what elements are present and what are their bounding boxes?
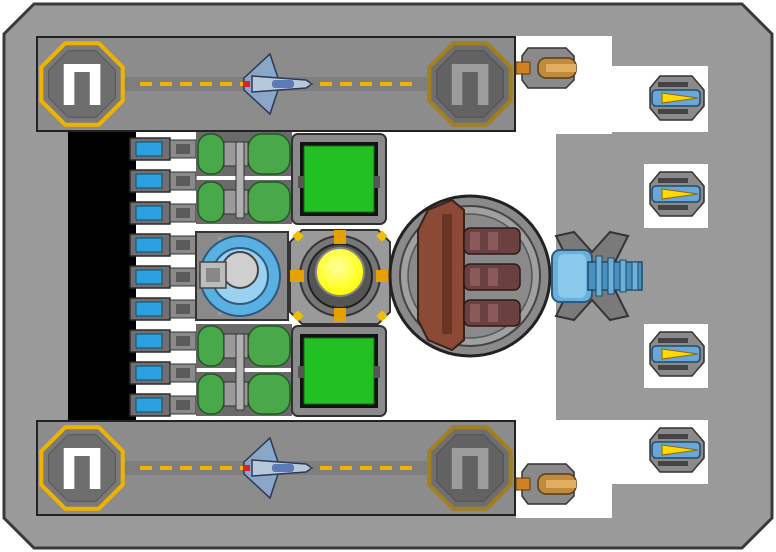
thruster-column: [129, 137, 197, 417]
cannon-barrel: [463, 299, 521, 327]
landing-pad-left[interactable]: Π: [39, 41, 125, 127]
runway-marker: [140, 82, 152, 86]
side-cannon-icon[interactable]: [515, 47, 577, 89]
pad-glyph: Π: [447, 438, 494, 503]
runway-marker: [200, 82, 212, 86]
turret-icon[interactable]: [649, 75, 705, 121]
storage-container-top[interactable]: [291, 133, 387, 225]
runway-marker: [140, 466, 152, 470]
cannon-barrel: [463, 227, 521, 255]
runway-marker: [180, 82, 192, 86]
turret-icon[interactable]: [649, 171, 705, 217]
runway-marker: [400, 82, 412, 86]
missile-cannon[interactable]: [388, 194, 552, 358]
runway-marker: [320, 82, 332, 86]
runway-marker: [180, 466, 192, 470]
tank-cluster[interactable]: [196, 324, 292, 416]
runway-marker: [220, 82, 232, 86]
thruster-unit[interactable]: [129, 361, 197, 385]
thruster-unit[interactable]: [129, 233, 197, 257]
fuel-tanks: [196, 132, 292, 416]
runway-marker: [340, 82, 352, 86]
turret-icon[interactable]: [649, 331, 705, 377]
shield-generator[interactable]: [195, 231, 289, 321]
thruster-unit[interactable]: [129, 169, 197, 193]
pad-glyph: Π: [59, 54, 106, 119]
runway-marker: [360, 466, 372, 470]
thruster-unit[interactable]: [129, 329, 197, 353]
cannon-barrel: [463, 263, 521, 291]
landing-pad-left[interactable]: Π: [39, 425, 125, 511]
runway-marker: [380, 82, 392, 86]
side-cannon-icon[interactable]: [515, 463, 577, 505]
thruster-unit[interactable]: [129, 265, 197, 289]
thruster-unit[interactable]: [129, 297, 197, 321]
runway-marker: [340, 466, 352, 470]
storage-container-bottom[interactable]: [291, 325, 387, 417]
tank-cluster[interactable]: [196, 132, 292, 224]
turret-icon[interactable]: [649, 427, 705, 473]
runway-marker: [400, 466, 412, 470]
runway-marker: [360, 82, 372, 86]
fighter-icon[interactable]: [243, 52, 314, 116]
interior-void: [68, 132, 138, 420]
pad-glyph: Π: [59, 438, 106, 503]
runway-marker: [380, 466, 392, 470]
main-engine[interactable]: [551, 230, 643, 322]
runway-marker: [220, 466, 232, 470]
reactor[interactable]: [289, 229, 391, 325]
runway-marker: [160, 82, 172, 86]
pad-glyph: Π: [447, 54, 494, 119]
landing-pad-right[interactable]: Π: [427, 41, 513, 127]
thruster-unit[interactable]: [129, 201, 197, 225]
fighter-icon[interactable]: [243, 436, 314, 500]
thruster-unit[interactable]: [129, 137, 197, 161]
runway-marker: [160, 466, 172, 470]
thruster-unit[interactable]: [129, 393, 197, 417]
runway-marker: [320, 466, 332, 470]
landing-pad-right[interactable]: Π: [427, 425, 513, 511]
runway-marker: [200, 466, 212, 470]
